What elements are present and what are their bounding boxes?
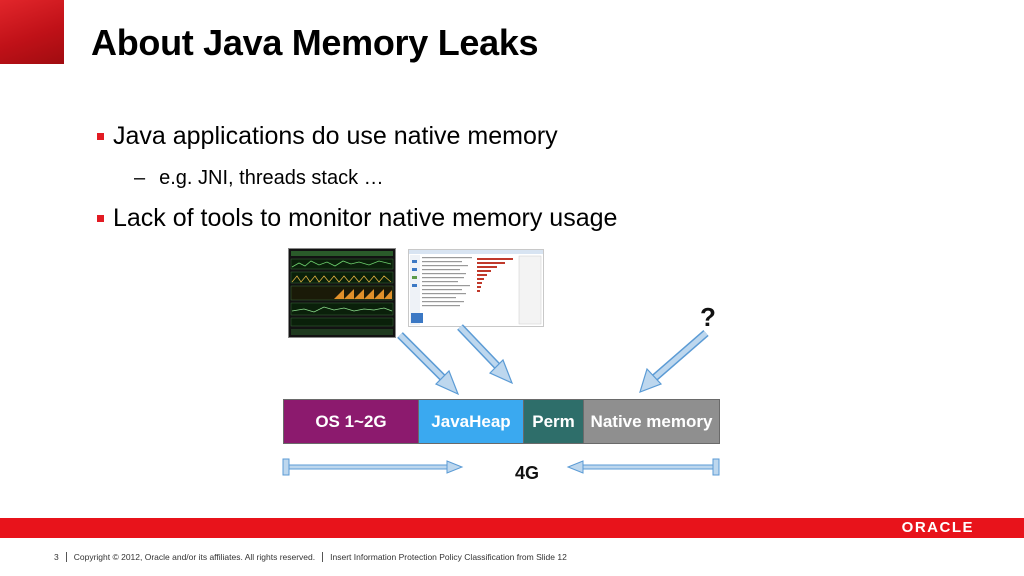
dimension-left-arrow-icon: [282, 458, 464, 476]
monitor-graphs-image: [289, 249, 395, 337]
footer-divider: [65, 552, 67, 562]
profiler-tool-screenshot: [408, 249, 544, 327]
question-mark: ?: [700, 302, 716, 332]
footer-divider: [322, 552, 324, 562]
bullet-text: Java applications do use native memory: [113, 122, 558, 150]
total-size-label: 4G: [515, 463, 540, 483]
slide-number: 3: [54, 552, 59, 562]
segment-native-memory: Native memory: [584, 400, 719, 443]
oracle-logo: ORACLE: [901, 519, 974, 536]
slide-title: About Java Memory Leaks: [91, 22, 539, 63]
corner-accent: [0, 0, 64, 64]
bullet-item: Java applications do use native memory: [97, 122, 558, 151]
arrow-from-monitor-icon: [397, 332, 460, 396]
classification-text: Insert Information Protection Policy Cla…: [330, 552, 567, 562]
bullet-square-icon: [97, 133, 104, 140]
segment-java-heap: JavaHeap: [419, 400, 524, 443]
bullet-square-icon: [97, 215, 104, 222]
bullet-text: Lack of tools to monitor native memory u…: [113, 204, 618, 232]
bullet-item: Lack of tools to monitor native memory u…: [97, 204, 617, 233]
sub-bullet-text: e.g. JNI, threads stack …: [159, 167, 384, 189]
profiler-table-image: [409, 250, 543, 326]
copyright-text: Copyright © 2012, Oracle and/or its affi…: [73, 552, 316, 562]
arrow-from-profiler-icon: [457, 324, 514, 385]
dimension-right-arrow-icon: [566, 458, 720, 476]
sub-bullet-item: –e.g. JNI, threads stack …: [134, 167, 384, 190]
arrow-from-question-icon: [639, 329, 709, 393]
memory-layout-bar: OS 1~2G JavaHeap Perm Native memory: [283, 399, 720, 444]
segment-perm: Perm: [524, 400, 584, 443]
segment-os: OS 1~2G: [284, 400, 419, 443]
slide-footer: 3 Copyright © 2012, Oracle and/or its af…: [54, 552, 567, 562]
monitor-tool-screenshot: [288, 248, 396, 338]
footer-red-band: [0, 518, 1024, 538]
dash-icon: –: [134, 167, 146, 189]
